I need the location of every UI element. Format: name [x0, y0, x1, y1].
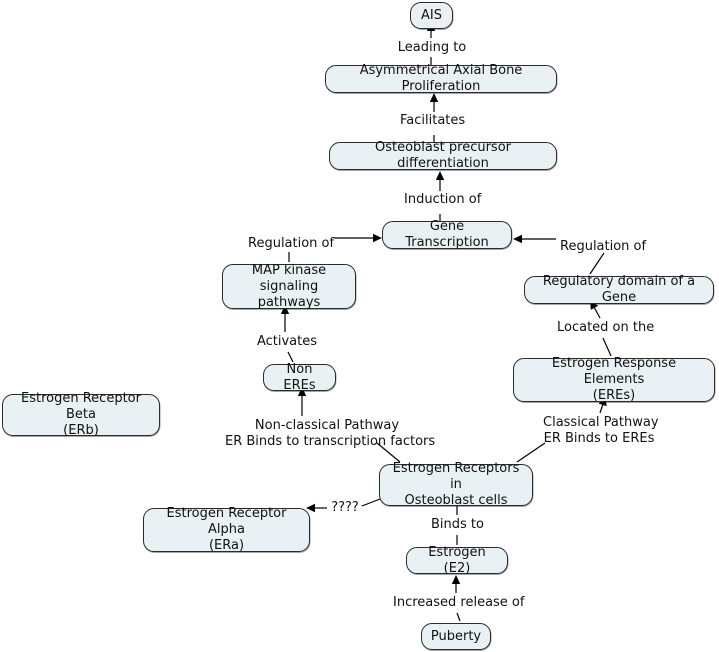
- edge-label-leading-to: Leading to: [397, 40, 467, 55]
- edge-label-regulation-of-right: Regulation of: [560, 239, 647, 254]
- edge-label-regulation-of-left: Regulation of: [248, 236, 335, 251]
- edge-activates-lower: [287, 351, 294, 363]
- node-map-kinase-label: MAP kinase signaling pathways: [251, 262, 327, 310]
- node-ais-label: AIS: [421, 7, 442, 23]
- node-estrogen-receptor-beta[interactable]: Estrogen Receptor Beta (ERb): [2, 391, 160, 438]
- node-osteoblast-precursor-differentiation[interactable]: Osteoblast precursor differentiation: [329, 140, 557, 171]
- edge-nonclassical-lower: [376, 442, 401, 463]
- node-map-kinase-signaling-pathways[interactable]: MAP kinase signaling pathways: [222, 262, 356, 310]
- node-gene-transcription[interactable]: Gene Transcription: [382, 219, 512, 250]
- edge-label-classical-pathway: Classical Pathway ER Binds to EREs: [543, 415, 659, 446]
- edge-classical-upper: [598, 396, 607, 414]
- node-estrogen-receptors-in-osteoblast-cells[interactable]: Estrogen Receptors in Osteoblast cells: [379, 461, 533, 508]
- edge-label-binds-to: Binds to: [431, 517, 484, 532]
- node-regulatory-domain-of-a-gene[interactable]: Regulatory domain of a Gene: [524, 274, 714, 305]
- node-estrogen-e2-label: Estrogen (E2): [428, 544, 486, 576]
- node-regulatory-domain-label: Regulatory domain of a Gene: [542, 274, 696, 305]
- node-eres-label: Estrogen Response Elements (EREs): [551, 356, 677, 403]
- edge-increased-lower: [456, 612, 461, 622]
- node-estrogen-receptor-alpha[interactable]: Estrogen Receptor Alpha (ERa): [143, 506, 310, 553]
- edge-locatedon-upper: [590, 299, 601, 319]
- edge-label-unknown-link: ????: [331, 500, 359, 515]
- edge-label-non-classical-pathway: Non-classical Pathway ER Binds to transc…: [225, 418, 436, 449]
- node-non-eres-label: Non EREs: [283, 361, 316, 393]
- node-ais[interactable]: AIS: [410, 2, 453, 29]
- node-er-alpha-label: Estrogen Receptor Alpha (ERa): [166, 506, 287, 553]
- node-asymmetrical-axial-bone-proliferation[interactable]: Asymmetrical Axial Bone Proliferation: [325, 63, 557, 94]
- edge-unknown-right: [361, 498, 381, 507]
- edge-label-increased-release-of: Increased release of: [393, 595, 525, 610]
- edge-label-located-on-the: Located on the: [557, 320, 655, 335]
- edge-label-facilitates: Facilitates: [400, 113, 466, 128]
- node-er-beta-label: Estrogen Receptor Beta (ERb): [21, 391, 141, 438]
- edge-locatedon-lower: [602, 337, 612, 357]
- node-er-osteoblast-label: Estrogen Receptors in Osteoblast cells: [392, 461, 520, 508]
- node-non-eres[interactable]: Non EREs: [263, 361, 336, 393]
- node-estrogen-response-elements[interactable]: Estrogen Response Elements (EREs): [513, 356, 715, 403]
- edge-classical-lower: [516, 442, 546, 463]
- edge-regright-lower: [589, 252, 605, 275]
- node-estrogen-e2[interactable]: Estrogen (E2): [406, 544, 508, 576]
- node-proliferation-label: Asymmetrical Axial Bone Proliferation: [359, 63, 523, 94]
- node-puberty[interactable]: Puberty: [421, 623, 491, 650]
- edge-label-activates: Activates: [256, 334, 318, 349]
- node-osteoblast-diff-label: Osteoblast precursor differentiation: [375, 140, 511, 171]
- node-gene-transcription-label: Gene Transcription: [405, 219, 489, 250]
- edge-label-induction-of: Induction of: [404, 192, 482, 207]
- node-puberty-label: Puberty: [430, 628, 482, 644]
